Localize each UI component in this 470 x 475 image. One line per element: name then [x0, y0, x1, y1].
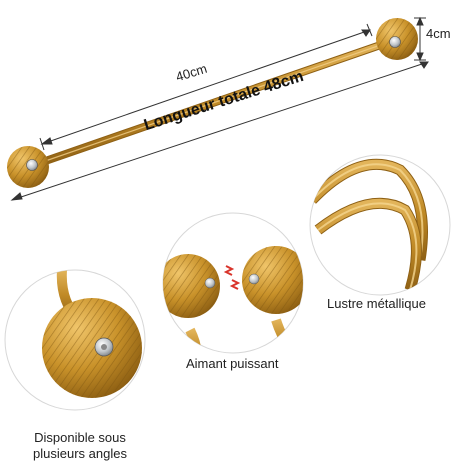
ball-size-label: 4cm: [426, 26, 451, 41]
total-length-dimension: [10, 61, 429, 201]
magnet-spark-icon: [223, 265, 241, 290]
left-end-ball: [7, 146, 49, 188]
angles-label-line2: plusieurs angles: [33, 446, 127, 461]
angles-feature-label: Disponible sous plusieurs angles: [22, 430, 138, 462]
magnet-closeup: [162, 212, 304, 354]
angles-closeup: [4, 269, 146, 411]
angles-label-line1: Disponible sous: [34, 430, 126, 445]
luster-closeup: [309, 154, 451, 296]
full-product-view: [7, 16, 429, 201]
right-end-ball: [376, 18, 418, 60]
rod-length-dimension: [39, 23, 373, 151]
luster-feature-label: Lustre métallique: [327, 296, 426, 311]
ball-size-dimension: [414, 16, 426, 62]
magnet-feature-label: Aimant puissant: [186, 356, 279, 371]
